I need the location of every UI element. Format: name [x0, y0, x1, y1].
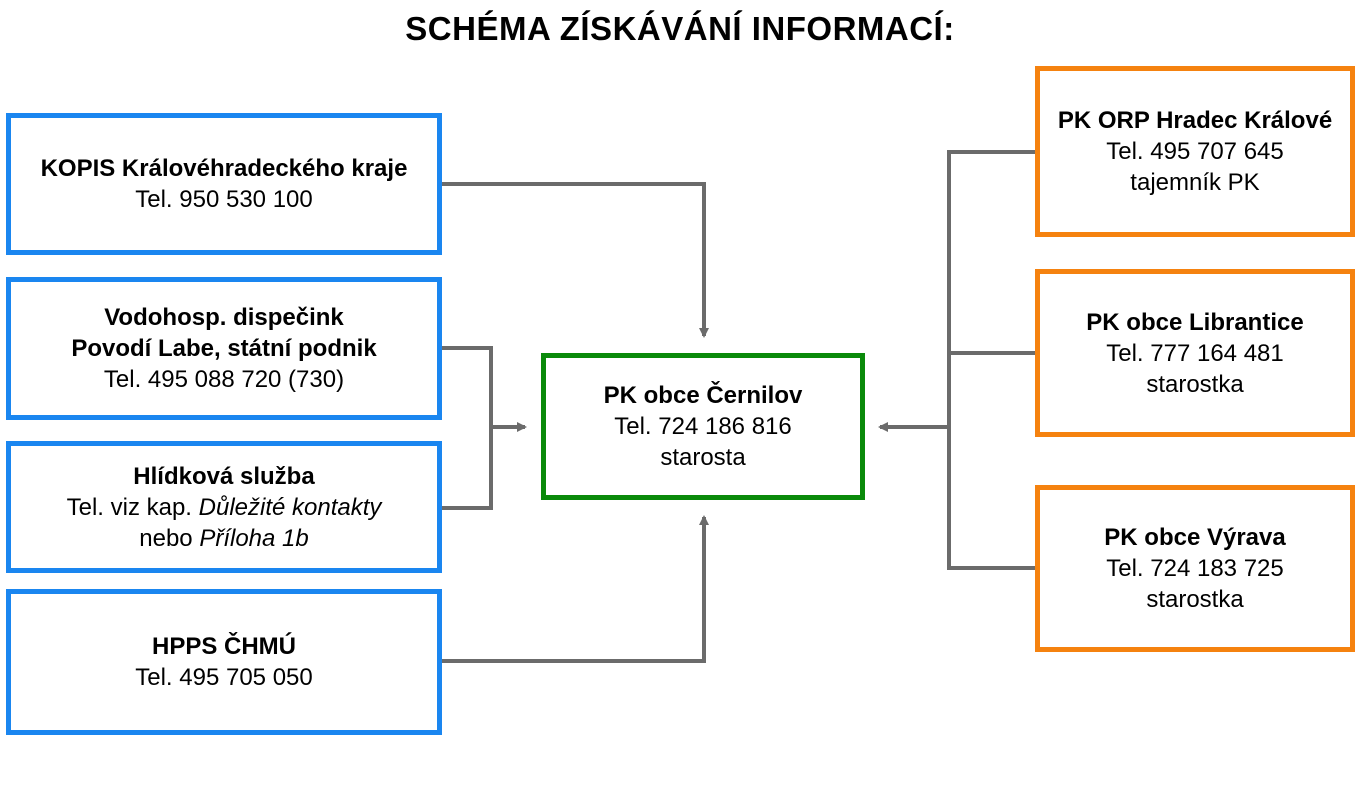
- box-hlidkova-tel-link: Důležité kontakty: [198, 493, 382, 521]
- box-kopis-tel: Tel. 950 530 100: [135, 186, 313, 213]
- diagram-title: SCHÉMA ZÍSKÁVÁNÍ INFORMACÍ:: [405, 10, 955, 47]
- box-hlidkova-tel: Tel. viz kap. Důležité kontakty: [67, 492, 382, 523]
- box-vyrava: PK obce Výrava Tel. 724 183 725 starostk…: [1035, 485, 1355, 652]
- box-hpps: HPPS ČHMÚ Tel. 495 705 050: [6, 589, 442, 735]
- box-center-name: PK obce Černilov: [603, 382, 803, 409]
- box-hlidkova-alt-link: Příloha 1b: [199, 524, 309, 552]
- connector-hpps: [441, 515, 709, 663]
- box-hlidkova-tel-prefix: Tel. viz kap.: [66, 493, 199, 521]
- box-kopis-name: KOPIS Královéhradeckého kraje: [40, 155, 408, 182]
- box-hpps-tel: Tel. 495 705 050: [135, 664, 313, 691]
- box-orp-role: tajemník PK: [1130, 169, 1260, 196]
- box-vodohosp-name2: Povodí Labe, státní podnik: [71, 335, 377, 362]
- box-hlidkova-alt: nebo Příloha 1b: [139, 523, 308, 554]
- box-hlidkova-name: Hlídková služba: [133, 462, 315, 490]
- box-librantice: PK obce Librantice Tel. 777 164 481 star…: [1035, 269, 1355, 437]
- connector-kopis: [441, 182, 709, 338]
- box-center-tel: Tel. 724 186 816: [614, 413, 792, 440]
- box-vodohosp-tel: Tel. 495 088 720 (730): [103, 366, 345, 393]
- box-librantice-tel: Tel. 777 164 481: [1106, 339, 1284, 367]
- box-librantice-name: PK obce Librantice: [1086, 308, 1304, 336]
- box-hlidkova: Hlídková služba Tel. viz kap. Důležité k…: [6, 441, 442, 573]
- box-vyrava-role: starostka: [1146, 586, 1244, 613]
- box-orp-name: PK ORP Hradec Králové: [1057, 107, 1333, 134]
- box-kopis: KOPIS Královéhradeckého kraje Tel. 950 5…: [6, 113, 442, 255]
- box-orp-tel: Tel. 495 707 645: [1106, 138, 1284, 165]
- box-vodohosp-name1: Vodohosp. dispečink: [104, 304, 344, 331]
- box-orp: PK ORP Hradec Králové Tel. 495 707 645 t…: [1035, 66, 1355, 237]
- box-vyrava-tel: Tel. 724 183 725: [1106, 555, 1284, 582]
- box-hpps-name: HPPS ČHMÚ: [151, 633, 296, 660]
- connector-right-bus: [947, 150, 1036, 570]
- box-center-role: starosta: [660, 444, 746, 471]
- box-librantice-role: starostka: [1146, 370, 1244, 398]
- box-hlidkova-alt-prefix: nebo: [139, 524, 200, 552]
- box-vodohosp: Vodohosp. dispečink Povodí Labe, státní …: [6, 277, 442, 420]
- box-vyrava-name: PK obce Výrava: [1104, 524, 1286, 551]
- box-center: PK obce Černilov Tel. 724 186 816 staros…: [541, 353, 865, 500]
- connector-vodohosp: [441, 346, 493, 510]
